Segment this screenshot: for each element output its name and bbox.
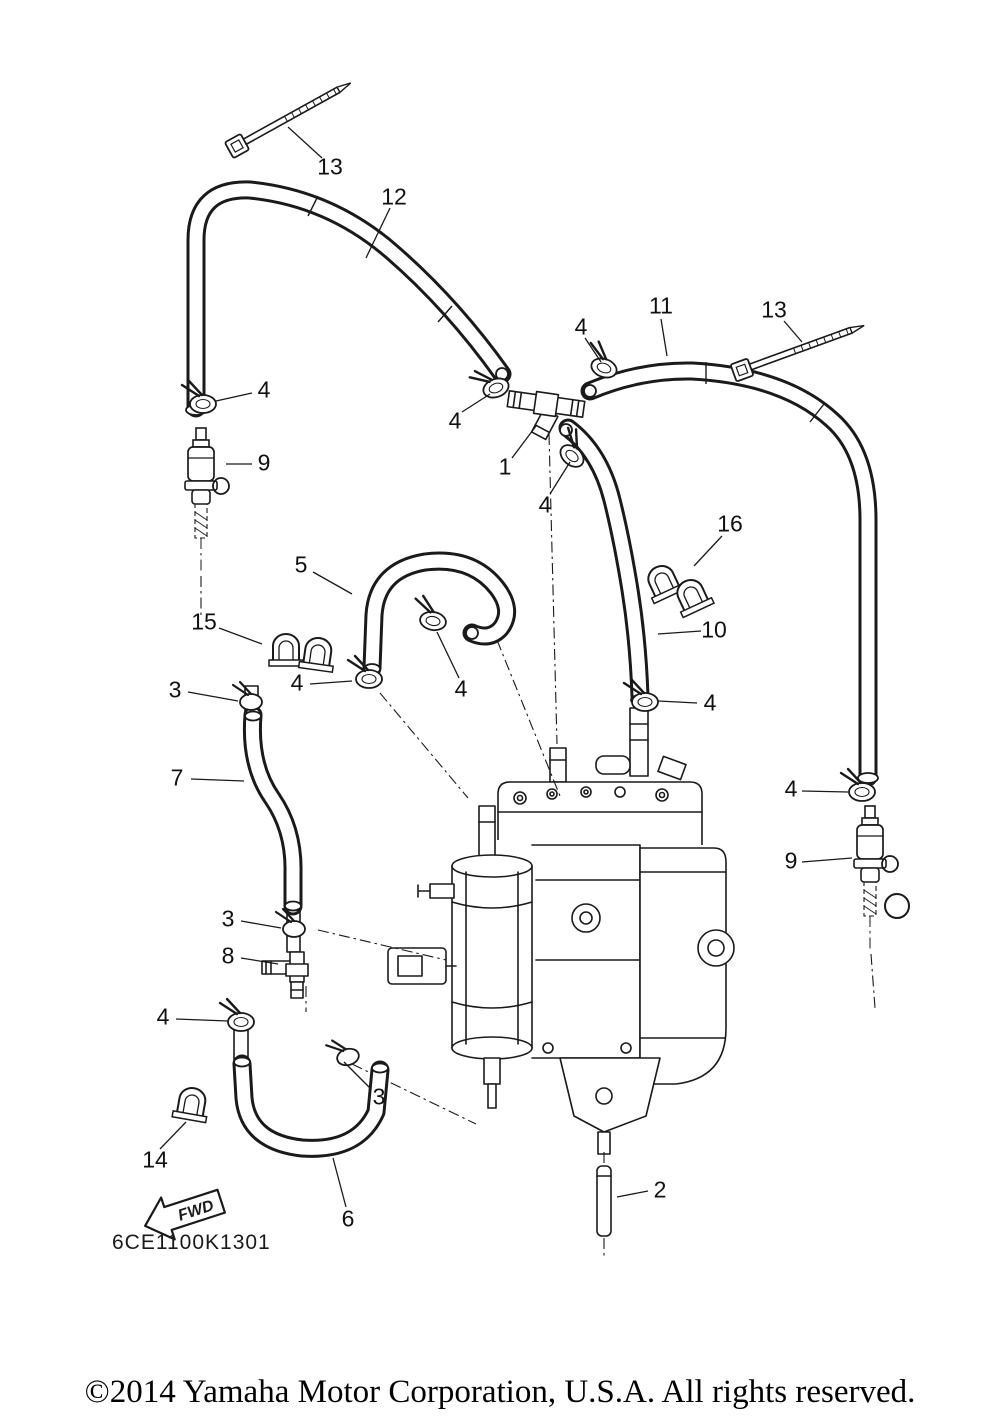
connector-9-left (184, 427, 230, 575)
connector-9-right (853, 805, 910, 953)
hose-5 (362, 551, 517, 678)
cable-tie-top-right (729, 316, 869, 383)
retainer-16 (639, 559, 716, 619)
copyright-text: ©2014 Yamaha Motor Corporation, U.S.A. A… (84, 1374, 916, 1410)
pump-assembly (387, 707, 735, 1155)
retainer-14 (171, 1084, 213, 1124)
hose-11 (580, 361, 879, 787)
hose-7 (242, 685, 303, 953)
cable-tie-top-left (223, 74, 356, 160)
fitting-8 (261, 951, 309, 999)
fwd-arrow: FWD (144, 1188, 226, 1241)
tee-fitting-1 (506, 389, 586, 441)
retainer-15 (268, 633, 338, 674)
phantom-lines (200, 433, 876, 1125)
drawing-code: 6CE1100K1301 (112, 1231, 271, 1254)
hose-12 (185, 180, 512, 418)
pipe-2 (596, 1152, 612, 1258)
leader-lines (159, 126, 853, 1208)
hose-6 (232, 1015, 390, 1158)
